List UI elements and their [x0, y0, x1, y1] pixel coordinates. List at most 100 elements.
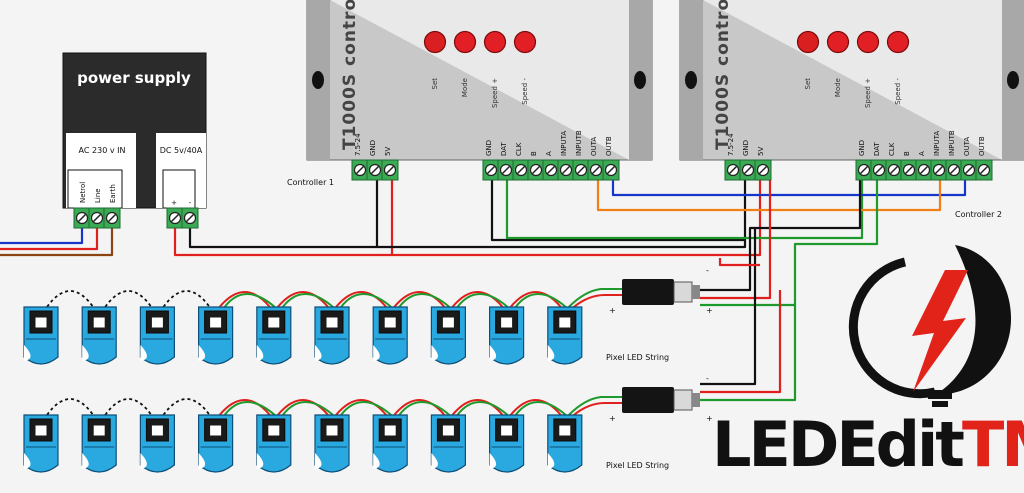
plug-connector-icon: [622, 387, 674, 413]
pixel-string-2: - + + Pixel LED String: [23, 374, 713, 473]
wires: [0, 180, 967, 402]
pixel-node: [81, 414, 117, 473]
connector-minus-mark: -: [706, 374, 709, 383]
pixel-node: [489, 414, 525, 473]
signal-terminal: [512, 159, 530, 181]
plug-sleeve: [673, 281, 693, 303]
signal-pin-label: OUTB: [978, 136, 986, 156]
signal-pin-label: GND: [858, 140, 866, 156]
string-wire-green: [398, 401, 451, 416]
string-wire-dashed: [104, 290, 153, 308]
dc-wire-positive-2: [392, 180, 762, 257]
string-wire-green: [223, 401, 276, 416]
power-terminal: [381, 159, 399, 181]
string-wire-green: [282, 293, 334, 308]
string-wire-red: [451, 399, 504, 416]
mount-hole-icon: [634, 71, 646, 89]
power-pin-label: 5V: [757, 147, 765, 156]
pixel-node: [256, 306, 292, 365]
string-wire-green: [340, 401, 392, 416]
string-wire-green: [223, 293, 276, 308]
string-wire-red: [509, 399, 562, 416]
ac-terminal-label: Earth: [109, 184, 117, 203]
power-supply-title: power supply: [77, 69, 191, 87]
signal-pin-label: A: [545, 151, 553, 156]
dc-minus-label: -: [189, 199, 192, 207]
signal-terminal: [945, 159, 963, 181]
button-speed-icon: [483, 30, 507, 54]
dc-output-label: DC 5v/40A: [160, 146, 203, 155]
string-wire-red: [277, 399, 329, 416]
button-label: Mode: [461, 78, 469, 97]
dc-terminal: [181, 207, 199, 229]
c2-5v-wire-1: [700, 180, 772, 300]
power-pin-label: 7.5-24: [354, 133, 362, 156]
string-wire-red: [218, 399, 271, 416]
lead-wire-green: [568, 288, 622, 308]
string-wire-dashed: [104, 398, 153, 416]
connector-plus-mark: +: [706, 414, 713, 423]
pixel-node: [489, 306, 525, 365]
signal-terminal: [527, 159, 545, 181]
controller-caption: Controller 2: [955, 210, 1002, 219]
pixel-node: [372, 306, 408, 365]
button-speed-icon: [886, 30, 910, 54]
plug-plus-mark: +: [609, 306, 616, 315]
controller-caption: Controller 1: [287, 178, 334, 187]
signal-terminal: [930, 159, 948, 181]
lightning-bolt-icon: [912, 270, 968, 392]
button-label: Speed -: [521, 78, 529, 105]
signal-terminal: [602, 159, 620, 181]
ac-terminal: [103, 207, 121, 229]
signal-terminal: [497, 159, 515, 181]
ac-wire-earth: [0, 224, 114, 257]
pixel-string-label: Pixel LED String: [606, 461, 669, 470]
power-pin-label: 7.5-24: [727, 133, 735, 156]
button-modeicon: [453, 30, 477, 54]
signal-pin-label: INPUTB: [575, 130, 583, 156]
signal-terminal: [915, 159, 933, 181]
pixel-node: [81, 306, 117, 365]
pixel-strings: - + + Pixel LED String- + + Pixel LED String: [23, 266, 713, 473]
pixel-node: [23, 414, 59, 473]
button-seticon: [423, 30, 447, 54]
pixel-node: [372, 414, 408, 473]
power-terminal: [754, 159, 772, 181]
signal-pin-label: DAT: [873, 141, 881, 156]
ac-terminal-label: Netrol: [79, 182, 87, 203]
string-wire-red: [277, 291, 329, 308]
dc-wire-negative-2: [377, 180, 747, 249]
signal-terminal: [855, 159, 873, 181]
mount-hole-icon: [1007, 71, 1019, 89]
power-terminal: [724, 159, 742, 181]
c2-dat-wire-2: [700, 305, 797, 402]
lead-wire-red: [573, 402, 622, 416]
button-modeicon: [826, 30, 850, 54]
signal-terminal: [960, 159, 978, 181]
power-pin-label: GND: [369, 140, 377, 156]
string-wire-green: [514, 293, 567, 308]
pixel-node: [198, 306, 234, 365]
pixel-node: [547, 306, 583, 365]
signal-terminal: [900, 159, 918, 181]
logo-brand: LEDEdit: [712, 408, 965, 481]
string-wire-red: [451, 291, 504, 308]
controller-name: T1000S controller: [713, 0, 733, 150]
c2-gnd-wire-1: [700, 180, 862, 292]
plug-sleeve: [673, 389, 693, 411]
ac-wire-line: [0, 224, 99, 251]
plug-plus-mark: +: [609, 414, 616, 423]
ac-terminal: [88, 207, 106, 229]
c1-outa-wire: [611, 180, 967, 197]
button-label: Speed +: [491, 78, 499, 108]
signal-terminal: [572, 159, 590, 181]
power-terminal: [366, 159, 384, 181]
string-wire-green: [514, 401, 567, 416]
signal-pin-label: INPUTA: [933, 131, 941, 156]
mount-hole-icon: [312, 71, 324, 89]
signal-pin-label: OUTB: [605, 136, 613, 156]
